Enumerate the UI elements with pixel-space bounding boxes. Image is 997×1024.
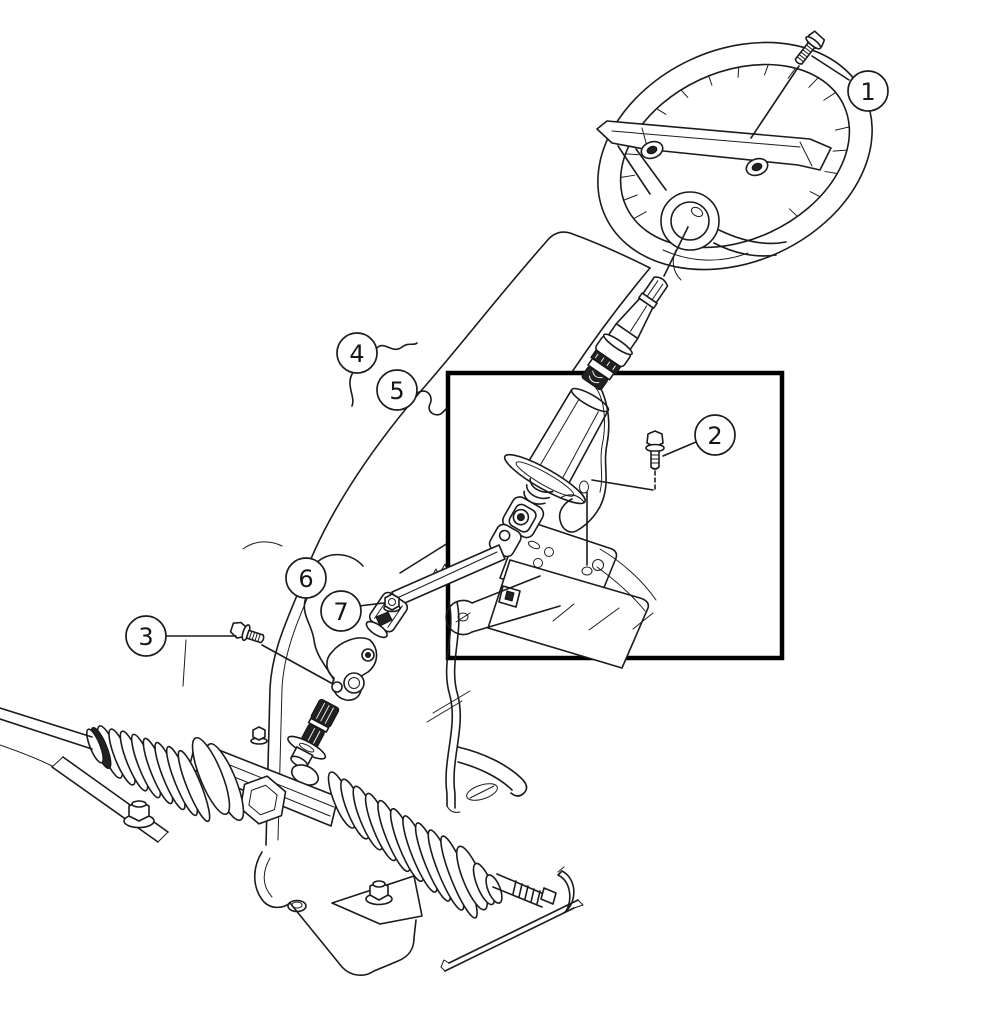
support-arm [445, 575, 561, 636]
frame-rail [440, 899, 584, 972]
wheel-screw-boss [640, 140, 664, 160]
callout-4: 4 [336, 332, 378, 374]
left-bellows [86, 725, 211, 823]
callout-5: 5 [376, 369, 418, 411]
callout-3: 3 [125, 615, 167, 657]
frame-members [0, 601, 528, 843]
rack-and-pinion [0, 707, 575, 919]
callout-6: 6 [285, 557, 327, 599]
wheel-screw-boss-2 [745, 157, 769, 177]
bottom-brackets [123, 800, 584, 976]
rack-adjuster-hex [239, 775, 287, 825]
rack-clamp-ring [191, 726, 268, 822]
u-joint-pinch-bolt [229, 621, 265, 644]
rim-grip-ticks [619, 63, 850, 220]
cup-bracket [253, 851, 417, 976]
callout-1-label: 1 [860, 78, 875, 106]
pinion-shaft [287, 698, 340, 769]
callout-6-label: 6 [298, 565, 313, 593]
column-clamp-bolt [645, 430, 665, 470]
wheel-crossbar [596, 120, 832, 171]
leader-lines [164, 55, 850, 685]
callout-4-label: 4 [349, 340, 364, 368]
column-assembly-outline [242, 231, 651, 846]
right-bellows [327, 771, 503, 919]
left-flange-nut [123, 800, 155, 829]
u-joint-clamp-nut [383, 593, 401, 613]
clamp-screw [252, 726, 266, 741]
lower-universal-joint [326, 591, 409, 701]
callout-2: 2 [694, 414, 736, 456]
wheel-hub [660, 191, 720, 251]
callout-7-label: 7 [333, 598, 348, 626]
plate-flange-nut [365, 880, 393, 906]
steering-wheel-bolt [794, 30, 826, 65]
right-tie-rod [492, 866, 575, 916]
steering-wheel [596, 41, 873, 281]
callout-7: 7 [320, 590, 362, 632]
column-clamp-bracket [558, 375, 610, 533]
callout-2-label: 2 [707, 422, 722, 450]
callout-1: 1 [847, 70, 889, 112]
left-tie-rod [0, 707, 93, 750]
steering-shaft [581, 276, 669, 391]
callout-5-label: 5 [389, 377, 404, 405]
column-flange-washer [503, 453, 586, 505]
callout-3-label: 3 [138, 623, 153, 651]
tie-rod-threads [512, 880, 541, 905]
